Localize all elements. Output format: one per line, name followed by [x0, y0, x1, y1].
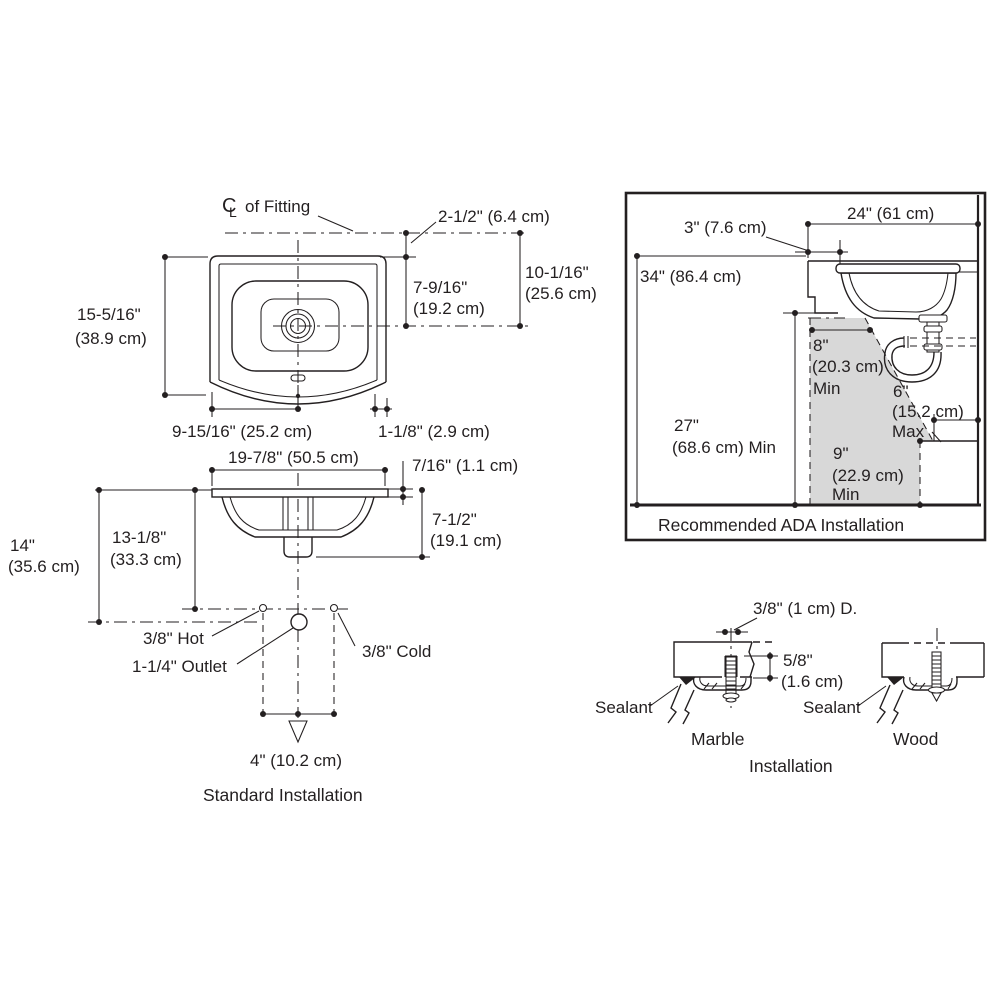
ada-knee-depth: 8": [813, 336, 829, 355]
ada-knee-depth-cm: (20.3 cm): [812, 357, 884, 376]
ada-knee-height: 27": [674, 416, 699, 435]
outlet-label: 1-1/4" Outlet: [132, 657, 227, 676]
dim-bowl-center-depth: 7-9/16": [413, 278, 467, 297]
ada-toe-depth-note: Max: [892, 422, 925, 441]
sealant-marble-label: Sealant: [595, 698, 653, 717]
ada-toe-height: 9": [833, 444, 849, 463]
marble-caption: Marble: [691, 729, 745, 749]
ada-knee-depth-note: Min: [813, 379, 840, 398]
dim-outlet-height: 14": [10, 536, 35, 555]
ada-caption: Recommended ADA Installation: [658, 515, 904, 535]
cl-symbol-l: L: [229, 204, 237, 220]
dim-supply-height: 13-1/8": [112, 528, 166, 547]
dim-bowl-center-depth-cm: (19.2 cm): [413, 299, 485, 318]
ada-counter-height: 34" (86.4 cm): [640, 267, 741, 286]
ada-toe-height-note: Min: [832, 485, 859, 504]
cold-supply-label: 3/8" Cold: [362, 642, 431, 661]
dim-overall-center-depth-cm: (25.6 cm): [525, 284, 597, 303]
dim-outlet-height-cm: (35.6 cm): [8, 557, 80, 576]
dim-edge-offset: 1-1/8" (2.9 cm): [378, 422, 490, 441]
wood-caption: Wood: [893, 729, 938, 749]
standard-installation-caption: Standard Installation: [203, 785, 363, 805]
dim-front-to-back: 15-5/16": [77, 305, 141, 324]
dim-overall-width: 19-7/8" (50.5 cm): [228, 448, 359, 467]
ada-counter-depth: 24" (61 cm): [847, 204, 934, 223]
cl-of-fitting-label: of Fitting: [245, 197, 310, 216]
embed-depth-cm-label: (1.6 cm): [781, 672, 843, 691]
ada-rim-offset: 3" (7.6 cm): [684, 218, 767, 237]
hole-diameter-label: 3/8" (1 cm) D.: [753, 599, 857, 618]
dim-center-offset: 9-15/16" (25.2 cm): [172, 422, 312, 441]
marble-detail: 3/8" (1 cm) D. 5/8" (1.6 cm) Sealant Mar…: [595, 599, 857, 749]
dim-supply-height-cm: (33.3 cm): [110, 550, 182, 569]
ada-toe-height-cm: (22.9 cm): [832, 466, 904, 485]
dim-bowl-depth-cm: (19.1 cm): [430, 531, 502, 550]
dim-offset-center: 2-1/2" (6.4 cm): [438, 207, 550, 226]
ada-knee-height-cm: (68.6 cm) Min: [672, 438, 776, 457]
dim-front-to-back-cm: (38.9 cm): [75, 329, 147, 348]
embed-depth-label: 5/8": [783, 651, 813, 670]
sealant-wood-label: Sealant: [803, 698, 861, 717]
dim-supply-spread: 4" (10.2 cm): [250, 751, 342, 770]
ada-toe-depth-cm: (15.2 cm): [892, 402, 964, 421]
dim-overall-center-depth: 10-1/16": [525, 263, 589, 282]
dim-bowl-depth: 7-1/2": [432, 510, 477, 529]
dim-rim-height: 7/16" (1.1 cm): [412, 456, 518, 475]
mounting-caption: Installation: [749, 756, 833, 776]
cl-symbol: C: [222, 195, 236, 217]
wood-detail: Sealant Wood Installation: [749, 628, 985, 776]
hot-supply-label: 3/8" Hot: [143, 629, 204, 648]
dimension-dots: [96, 221, 981, 717]
ada-toe-depth: 6": [893, 382, 909, 401]
ada-panel: 24" (61 cm) 3" (7.6 cm) 34" (86.4 cm) 8"…: [624, 191, 987, 542]
front-view: 19-7/8" (50.5 cm) 7/16" (1.1 cm) 7-1/2" …: [8, 448, 518, 805]
